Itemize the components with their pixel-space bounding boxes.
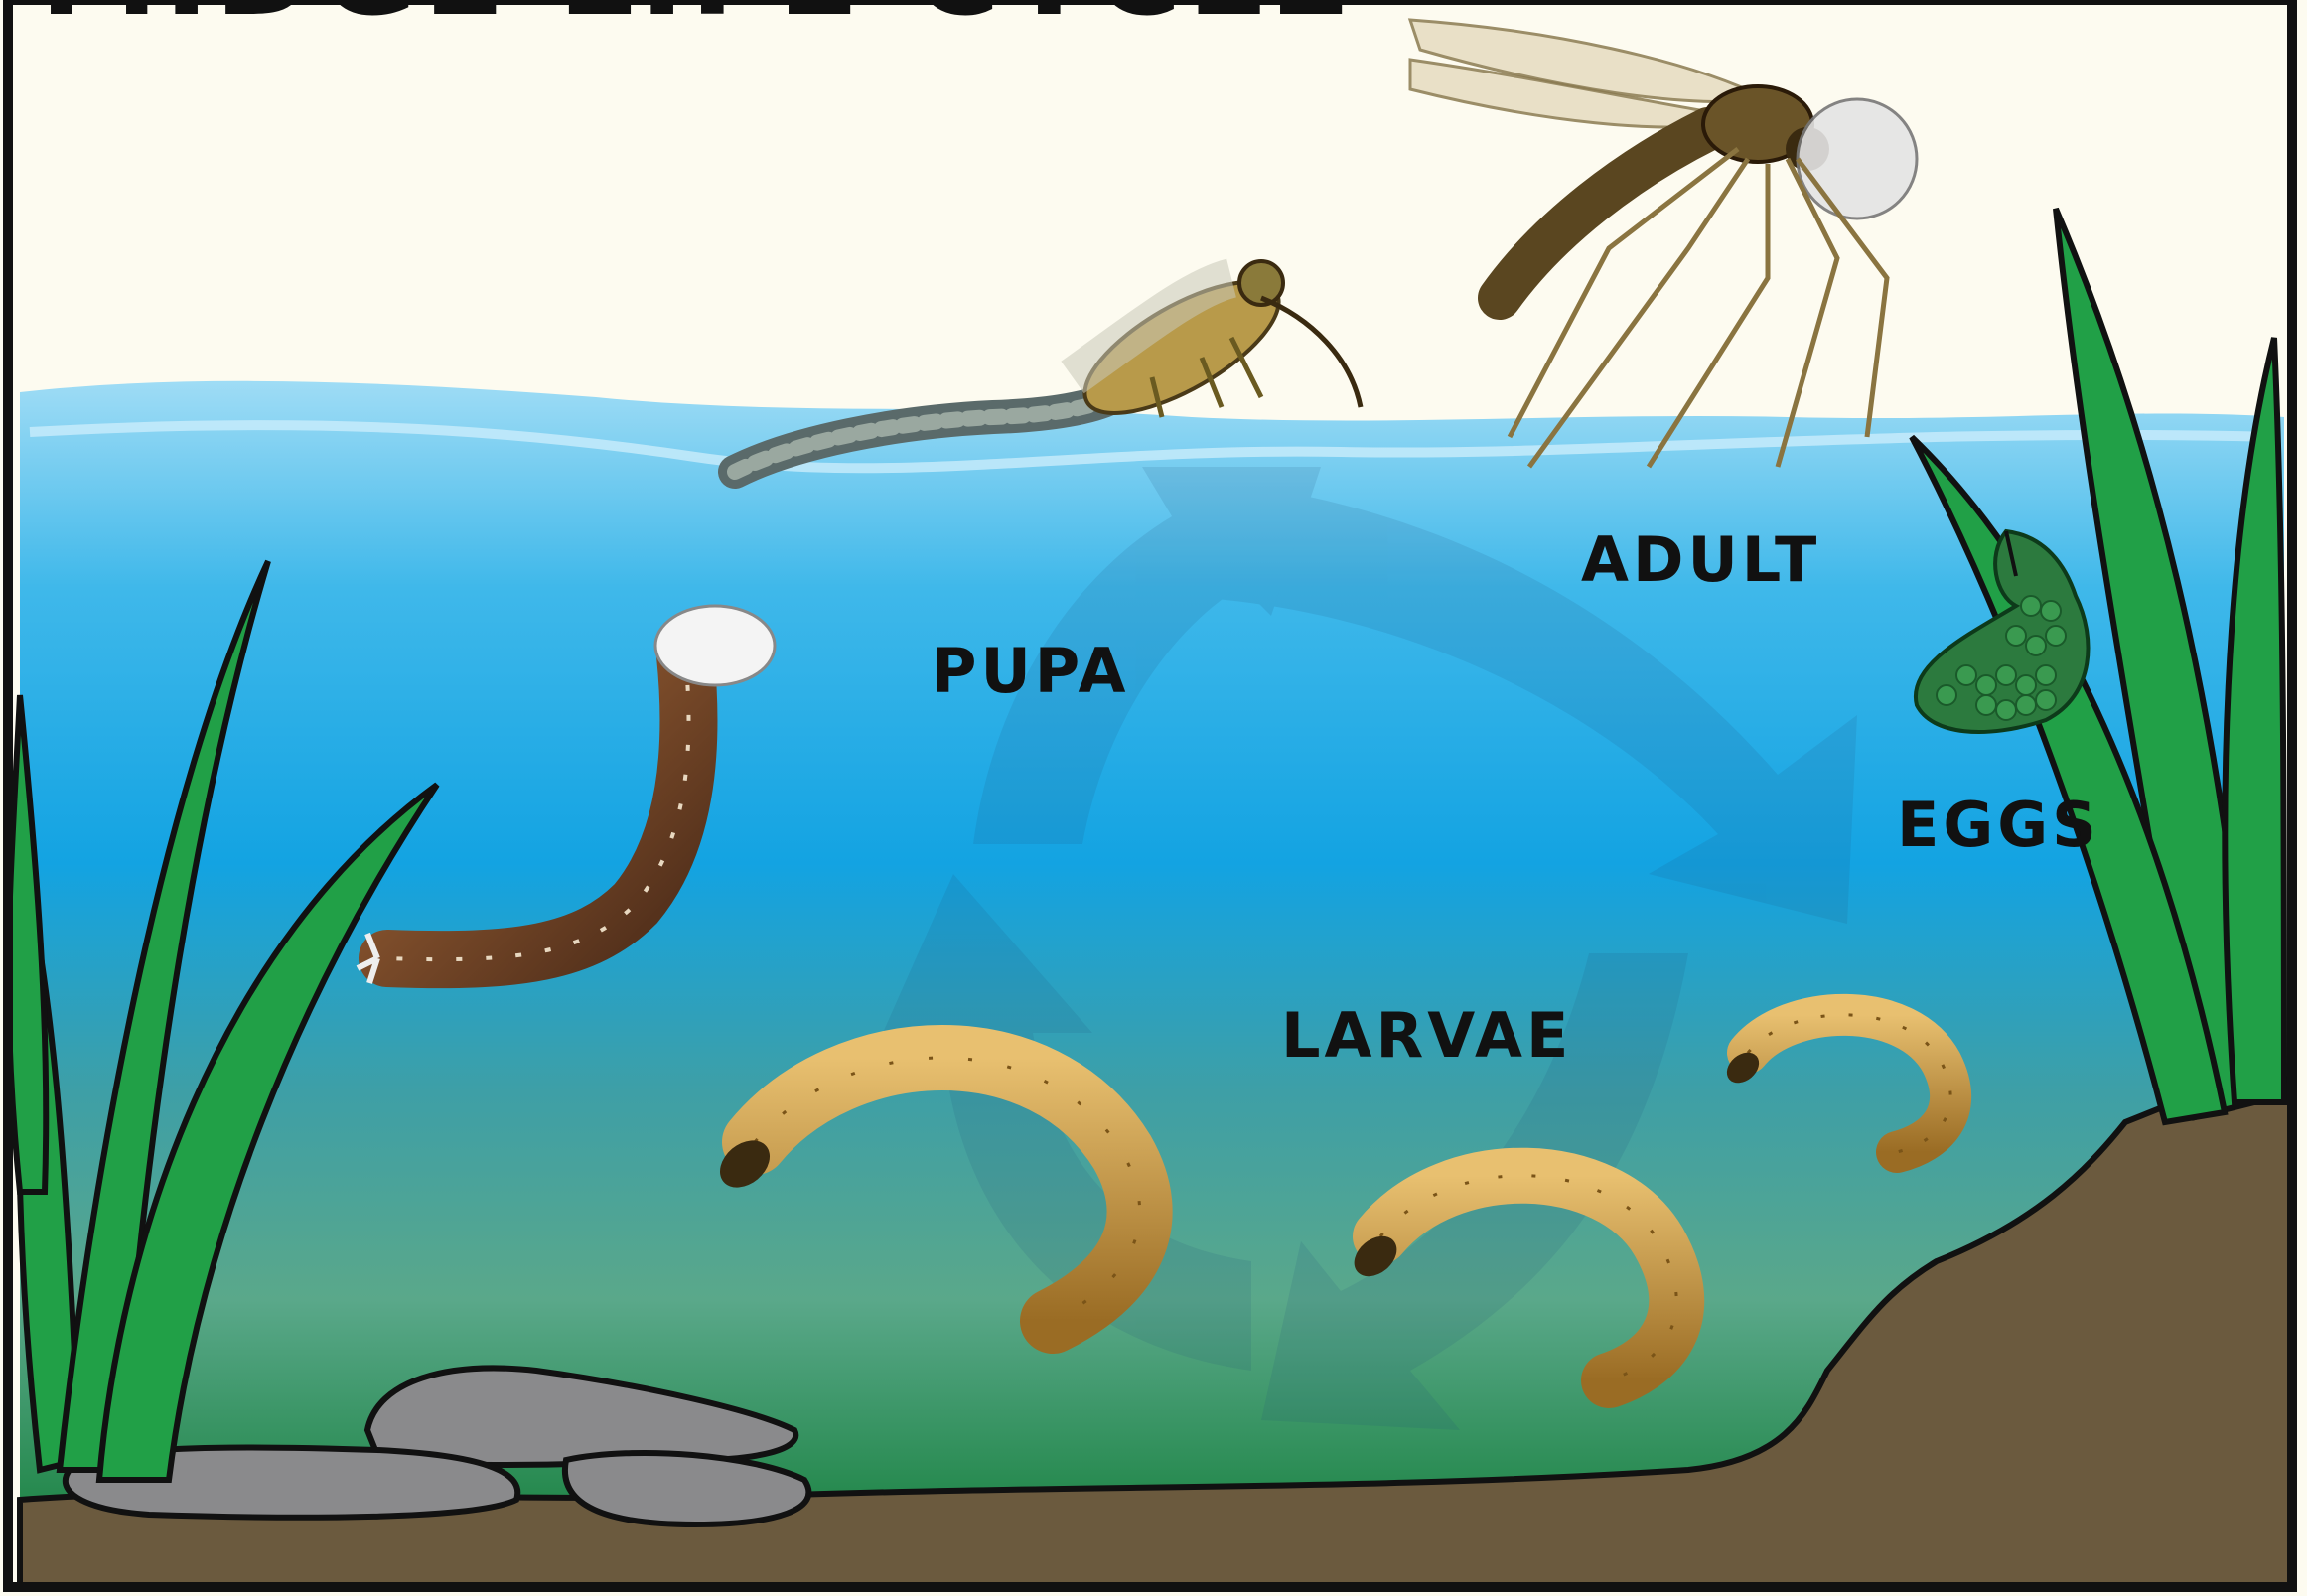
diagram-title: MIDGE LIFE CYCLE [40,0,1357,43]
stage-label-pupa: PUPA [932,635,1130,707]
stage-label-larvae: LARVAE [1281,999,1572,1072]
stage-label-eggs: EGGS [1897,789,2100,861]
stage-label-adult: ADULT [1581,523,1820,596]
